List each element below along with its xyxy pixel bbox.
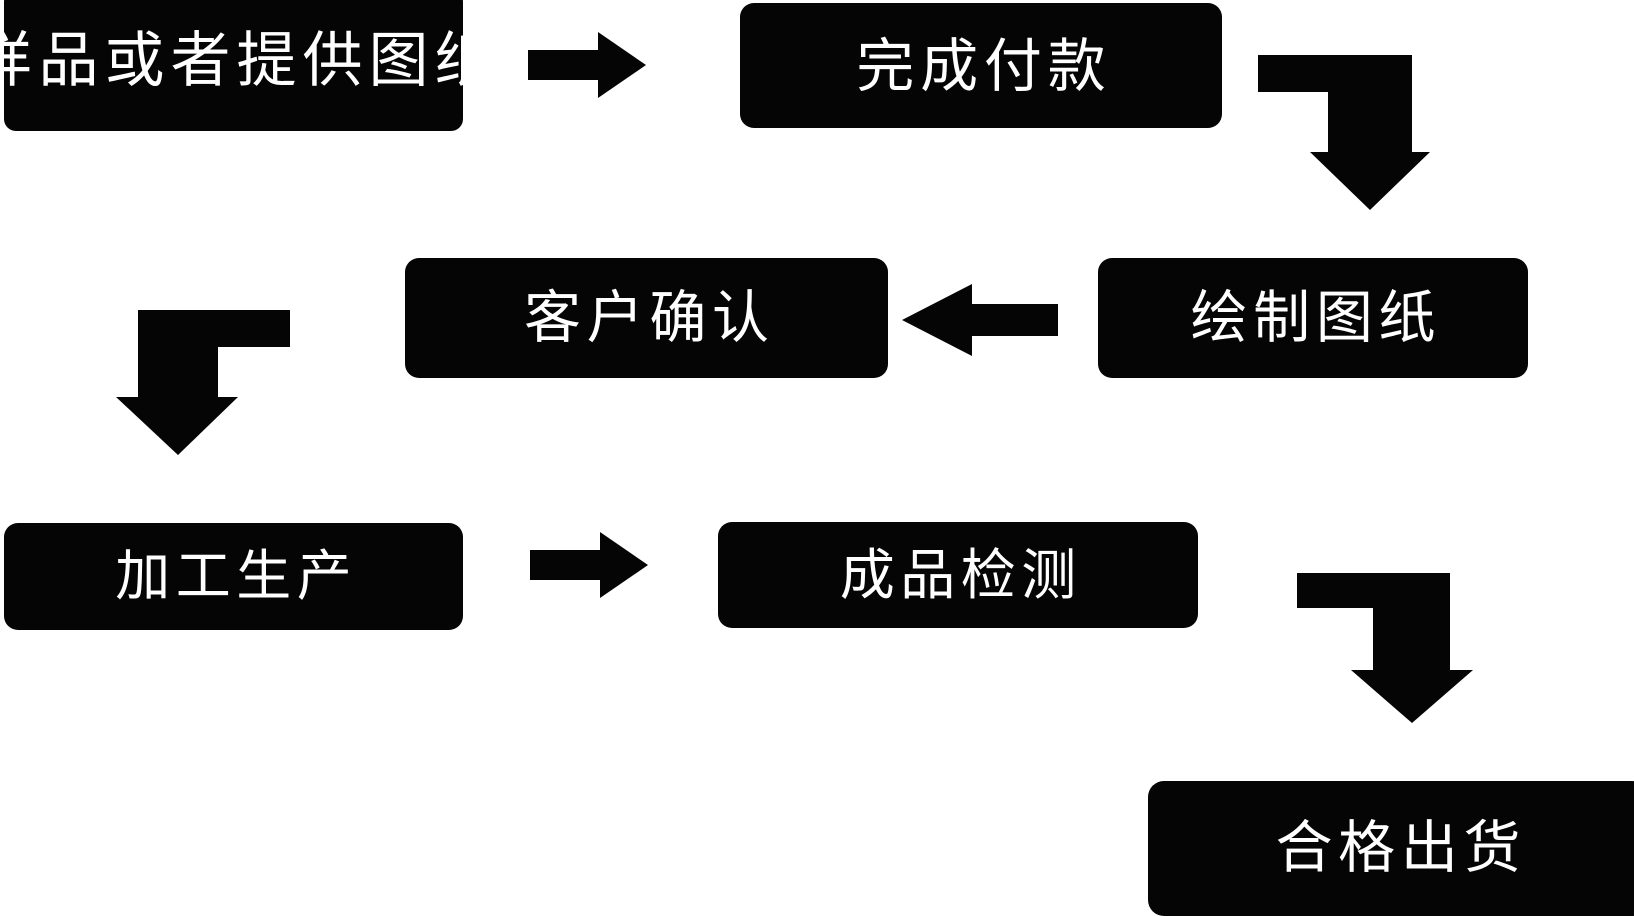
node-production[interactable]: 加工生产 [4,523,463,630]
arrow-right-sample-to-payment [528,30,648,100]
node-label: 成品检测 [839,542,1082,607]
arrow-left-drawing-to-confirm [900,282,1060,358]
node-label: 客户确认 [523,284,775,351]
node-draw-blueprint[interactable]: 绘制图纸 [1098,258,1528,378]
node-customer-confirm[interactable]: 客户确认 [405,258,888,378]
node-complete-payment[interactable]: 完成付款 [740,3,1222,128]
arrow-elbow-inspection-to-shipping [1245,555,1480,725]
arrow-elbow-payment-to-drawing [1228,40,1448,210]
node-label: 合格出货 [1275,815,1527,881]
node-sample-or-drawing[interactable]: 样品或者提供图纸 [0,0,495,131]
node-label: 绘制图纸 [1190,284,1442,351]
node-final-inspection[interactable]: 成品检测 [718,522,1198,628]
arrow-elbow-confirm-to-production [110,295,300,460]
arrow-right-production-to-inspection [530,530,650,600]
node-label: 加工生产 [115,544,358,608]
node-label: 样品或者提供图纸 [0,25,501,96]
node-label: 完成付款 [856,31,1112,100]
node-qualified-shipment[interactable]: 合格出货 [1148,781,1634,916]
